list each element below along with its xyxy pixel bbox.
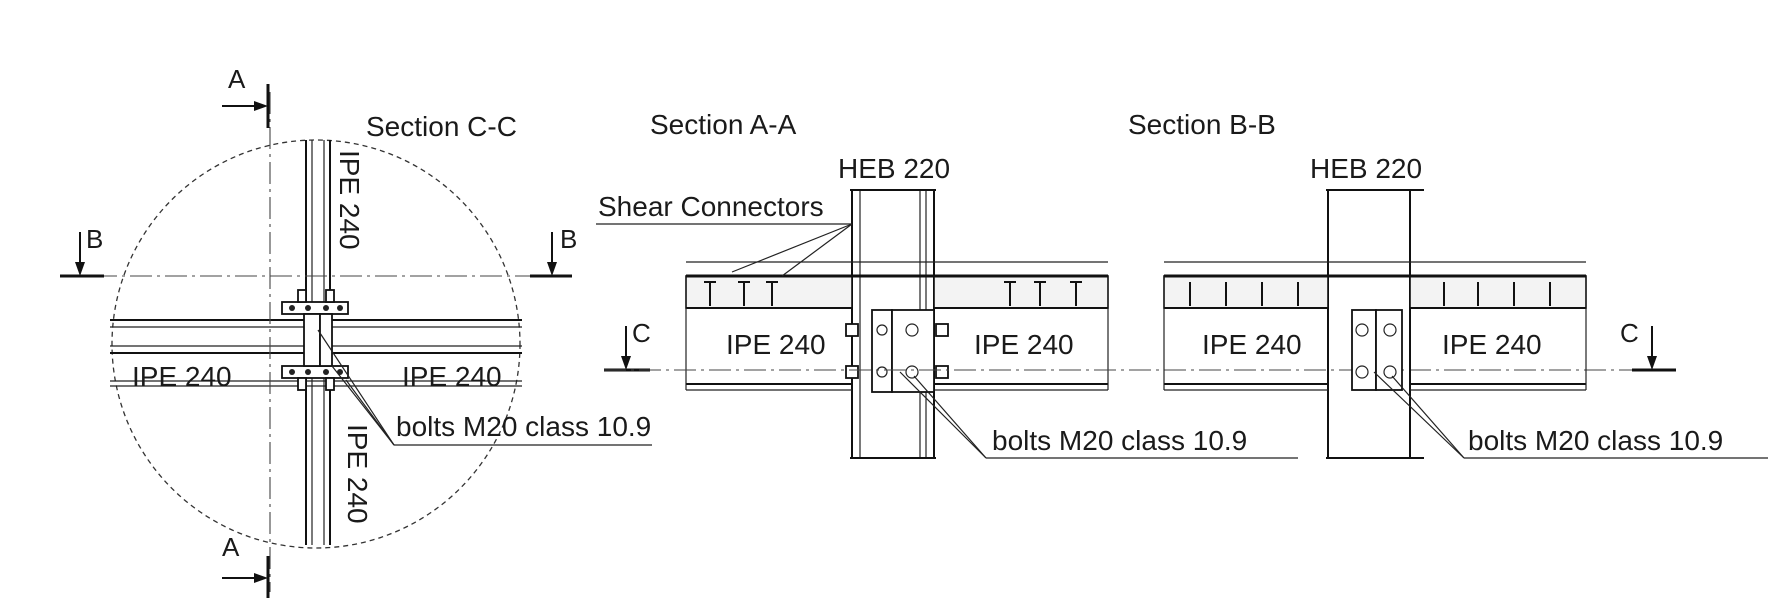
section-a-a-view: Section A-A HEB 220 [596, 109, 1298, 459]
connection-plates-b [1351, 309, 1403, 391]
bolts-label-a: bolts M20 class 10.9 [992, 425, 1247, 456]
slab-b-left [1163, 275, 1329, 309]
slab-a-right [933, 275, 1109, 309]
shear-connectors-leader [596, 223, 853, 277]
section-c-c-view: A A B B Section C-C IPE 240 IPE 240 IPE … [60, 64, 652, 598]
beam-b-left [1163, 307, 1328, 391]
section-a-title: Section A-A [650, 109, 797, 140]
cut-label-b-left: B [86, 224, 103, 254]
beam-label-top: IPE 240 [334, 150, 365, 250]
cut-label-a-bottom: A [222, 532, 240, 562]
cut-marker-b-left [60, 232, 104, 278]
slab-b-right [1409, 275, 1587, 309]
joint-plates [281, 289, 349, 391]
beam-label-bottom: IPE 240 [342, 424, 373, 524]
bolts-leader-c [317, 329, 652, 446]
section-b-title: Section B-B [1128, 109, 1276, 140]
beam-label-right: IPE 240 [402, 361, 502, 392]
section-c-title: Section C-C [366, 111, 517, 142]
cut-marker-a-bottom [222, 556, 270, 598]
shear-studs-a [704, 281, 1082, 306]
bolts-label-c: bolts M20 class 10.9 [396, 411, 651, 442]
detail-circle [111, 139, 521, 549]
beam-label-b-right: IPE 240 [1442, 329, 1542, 360]
cut-marker-a-top [222, 84, 270, 128]
shear-studs-b [1189, 282, 1551, 306]
beam-label-a-right: IPE 240 [974, 329, 1074, 360]
bolts-leader-b [1373, 371, 1768, 459]
column-label-b: HEB 220 [1310, 153, 1422, 184]
shear-connectors-label: Shear Connectors [598, 191, 824, 222]
beam-label-left: IPE 240 [132, 361, 232, 392]
cut-label-b-right: B [560, 224, 577, 254]
cut-marker-c-right [1632, 326, 1676, 372]
connection-plates-a [845, 309, 949, 393]
beam-label-b-left: IPE 240 [1202, 329, 1302, 360]
cut-label-a-top: A [228, 64, 246, 94]
bolts-label-b: bolts M20 class 10.9 [1468, 425, 1723, 456]
column-label-a: HEB 220 [838, 153, 950, 184]
beam-b-right [1410, 307, 1587, 391]
beam-label-a-left: IPE 240 [726, 329, 826, 360]
column-b [1326, 189, 1424, 459]
beam-a-right [934, 307, 1109, 391]
cut-marker-b-right [530, 232, 572, 278]
section-b-b-view: Section B-B HEB 220 [1128, 109, 1768, 459]
bolts-leader-a [899, 371, 1298, 459]
cut-label-c-left: C [632, 318, 651, 348]
cut-label-c-right: C [1620, 318, 1639, 348]
beam-a-left [685, 307, 852, 391]
